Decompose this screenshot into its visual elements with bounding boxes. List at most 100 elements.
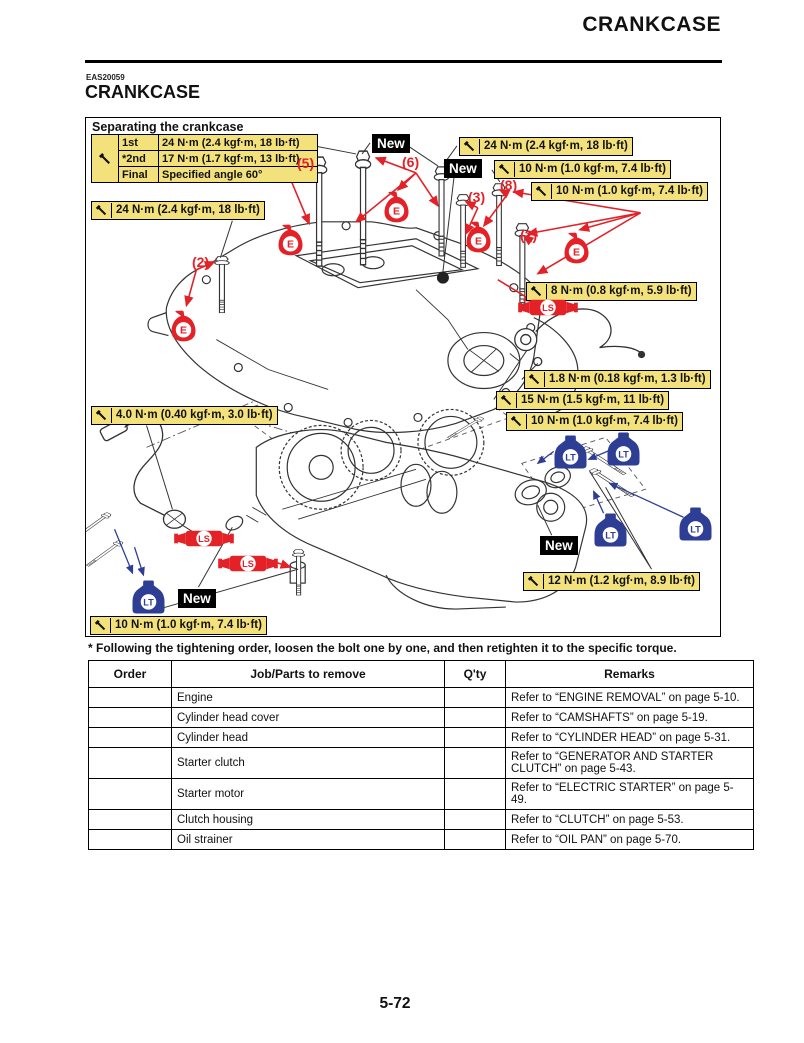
- cell-order: [88, 687, 172, 708]
- cell-order: [88, 829, 172, 850]
- cell-remarks: Refer to “CLUTCH” on page 5-53.: [505, 809, 754, 830]
- wrench-icon: [509, 414, 524, 429]
- wrench-icon: [97, 151, 113, 167]
- table-row: Oil strainer Refer to “OIL PAN” on page …: [88, 829, 754, 850]
- svg-text:LS: LS: [542, 303, 554, 313]
- torque-label-left-24: 24 N·m (2.4 kgf·m, 18 lb·ft): [91, 201, 265, 220]
- cell-order: [88, 727, 172, 748]
- torque-label-right-8: 8 N·m (0.8 kgf·m, 5.9 lb·ft): [526, 282, 697, 301]
- cell-remarks: Refer to “CAMSHAFTS” on page 5-19.: [505, 707, 754, 728]
- cell-remarks: Refer to “CYLINDER HEAD” on page 5-31.: [505, 727, 754, 748]
- spec-step: *2nd: [118, 150, 159, 167]
- col-header-remarks: Remarks: [505, 660, 754, 688]
- wrench-icon: [534, 184, 549, 199]
- figure-separating-crankcase: Separating the crankcase 1st 24 N·m (2.4…: [85, 117, 721, 637]
- sealant-ls-icon: LS: [174, 526, 234, 551]
- torque-label-bottom-left-10: 10 N·m (1.0 kgf·m, 7.4 lb·ft): [90, 616, 267, 635]
- torque-label-bottom-12: 12 N·m (1.2 kgf·m, 8.9 lb·ft): [523, 572, 700, 591]
- table-row: Clutch housing Refer to “CLUTCH” on page…: [88, 809, 754, 830]
- cell-order: [88, 778, 172, 810]
- new-part-tag: New: [540, 536, 578, 555]
- wrench-icon: [526, 574, 541, 589]
- torque-label-right-15: 15 N·m (1.5 kgf·m, 11 lb·ft): [496, 391, 670, 410]
- sealant-ls-icon: LS: [518, 295, 578, 320]
- torque-label-top-right-24: 24 N·m (2.4 kgf·m, 18 lb·ft): [459, 137, 633, 156]
- svg-text:LT: LT: [605, 531, 616, 541]
- col-header-order: Order: [88, 660, 172, 688]
- torque-label-left-4-0: 4.0 N·m (0.40 kgf·m, 3.0 lb·ft): [91, 406, 278, 425]
- svg-text:E: E: [573, 247, 580, 259]
- torque-label-right-10-c: 10 N·m (1.0 kgf·m, 7.4 lb·ft): [506, 412, 683, 431]
- parts-table: Order Job/Parts to remove Q'ty Remarks E…: [88, 660, 754, 850]
- eas-code: EAS20059: [86, 73, 125, 82]
- engine-oil-icon: E: [466, 221, 491, 253]
- section-title: CRANKCASE: [85, 82, 201, 102]
- figure-title: Separating the crankcase: [92, 120, 244, 134]
- svg-text:E: E: [180, 325, 187, 337]
- threadlocker-lt-icon: LT: [679, 506, 712, 542]
- torque-label-right-10-b: 10 N·m (1.0 kgf·m, 7.4 lb·ft): [531, 182, 708, 201]
- svg-text:E: E: [475, 236, 482, 248]
- callout-2-right: (2): [520, 227, 538, 243]
- wrench-icon: [462, 139, 477, 154]
- spec-value: 24 N·m (2.4 kgf·m, 18 lb·ft): [158, 134, 318, 151]
- callout-8: (8): [500, 177, 518, 193]
- table-row: Cylinder head Refer to “CYLINDER HEAD” o…: [88, 727, 754, 748]
- col-header-job: Job/Parts to remove: [171, 660, 445, 688]
- wrench-icon: [529, 284, 544, 299]
- svg-text:E: E: [393, 206, 400, 218]
- new-part-tag: New: [372, 134, 410, 153]
- new-part-tag: New: [178, 589, 216, 608]
- svg-text:LT: LT: [690, 525, 701, 535]
- wrench-icon: [499, 393, 514, 408]
- header-rule: [85, 60, 722, 63]
- spec-value: 17 N·m (1.7 kgf·m, 13 lb·ft): [158, 150, 318, 167]
- threadlocker-lt-icon: LT: [607, 431, 640, 467]
- engine-oil-icon: E: [278, 224, 303, 256]
- cell-order: [88, 707, 172, 728]
- cell-job: Oil strainer: [171, 829, 445, 850]
- tightening-spec-table: 1st 24 N·m (2.4 kgf·m, 18 lb·ft) *2nd 17…: [91, 134, 318, 183]
- cell-qty: [444, 778, 506, 810]
- torque-wrench-icon-cell: [91, 134, 119, 183]
- spec-value: Specified angle 60°: [158, 166, 318, 183]
- cell-qty: [444, 747, 506, 779]
- engine-oil-icon: E: [564, 232, 589, 264]
- engine-oil-icon: E: [171, 310, 196, 342]
- callout-6: (6): [402, 154, 420, 170]
- table-row: Engine Refer to “ENGINE REMOVAL” on page…: [88, 687, 754, 708]
- col-header-qty: Q'ty: [444, 660, 506, 688]
- figure-footnote: * Following the tightening order, loosen…: [88, 641, 677, 655]
- cell-job: Cylinder head: [171, 727, 445, 748]
- svg-text:LS: LS: [198, 534, 210, 544]
- wrench-icon: [93, 618, 108, 633]
- callout-5: (5): [297, 155, 315, 171]
- wrench-icon: [94, 408, 109, 423]
- svg-text:LT: LT: [618, 450, 629, 460]
- cell-qty: [444, 687, 506, 708]
- threadlocker-lt-icon: LT: [132, 579, 165, 615]
- sealant-ls-icon: LS: [218, 551, 278, 576]
- engine-oil-icon: E: [384, 191, 409, 223]
- wrench-icon: [527, 372, 542, 387]
- spec-step: 1st: [118, 134, 159, 151]
- cell-qty: [444, 727, 506, 748]
- threadlocker-lt-icon: LT: [594, 512, 627, 548]
- cell-job: Starter clutch: [171, 747, 445, 779]
- threadlocker-lt-icon: LT: [554, 434, 587, 470]
- cell-order: [88, 809, 172, 830]
- table-row: Starter motor Refer to “ELECTRIC STARTER…: [88, 778, 754, 810]
- torque-label-right-10-a: 10 N·m (1.0 kgf·m, 7.4 lb·ft): [494, 160, 671, 179]
- new-part-tag: New: [444, 159, 482, 178]
- table-row: Starter clutch Refer to “GENERATOR AND S…: [88, 747, 754, 779]
- spec-step: Final: [118, 166, 159, 183]
- cell-job: Clutch housing: [171, 809, 445, 830]
- wrench-icon: [497, 162, 512, 177]
- page-header-title: CRANKCASE: [582, 13, 721, 36]
- cell-job: Cylinder head cover: [171, 707, 445, 728]
- crankcase-diagram: [86, 141, 684, 613]
- callout-3: (3): [468, 189, 486, 205]
- cell-remarks: Refer to “OIL PAN” on page 5-70.: [505, 829, 754, 850]
- torque-label-right-1-8: 1.8 N·m (0.18 kgf·m, 1.3 lb·ft): [524, 370, 711, 389]
